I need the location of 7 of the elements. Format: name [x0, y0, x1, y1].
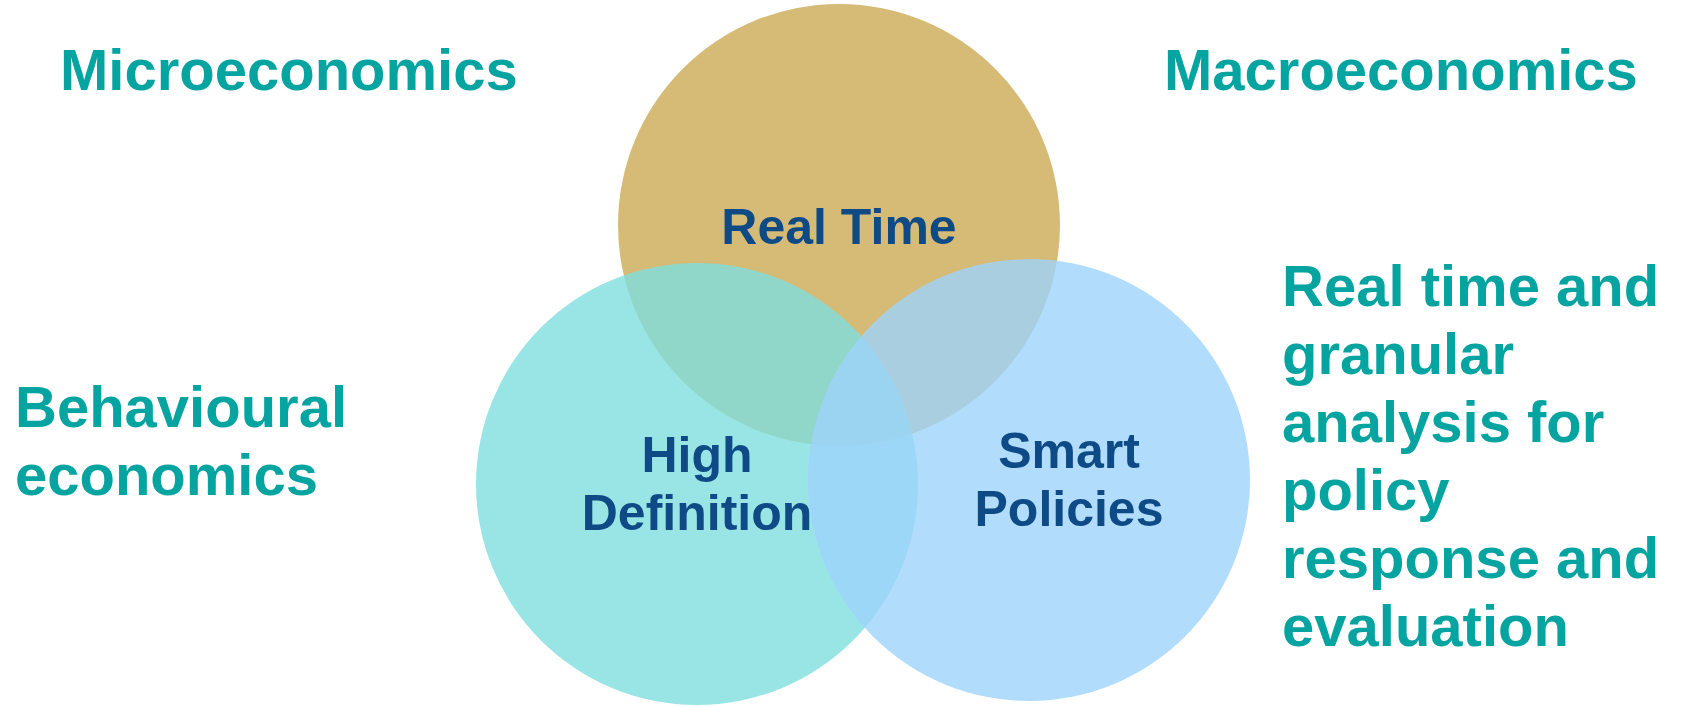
circle-label: Smart Policies	[973, 422, 1165, 538]
circle-label: Real Time	[720, 198, 958, 256]
circle-label: High Definition	[580, 426, 814, 542]
topic-label: Behavioural economics	[15, 373, 348, 509]
topic-label: Real time and granular analysis for policy response and evaluation	[1282, 252, 1661, 660]
topic-label: Macroeconomics	[1164, 36, 1639, 104]
topic-label: Microeconomics	[60, 36, 519, 104]
